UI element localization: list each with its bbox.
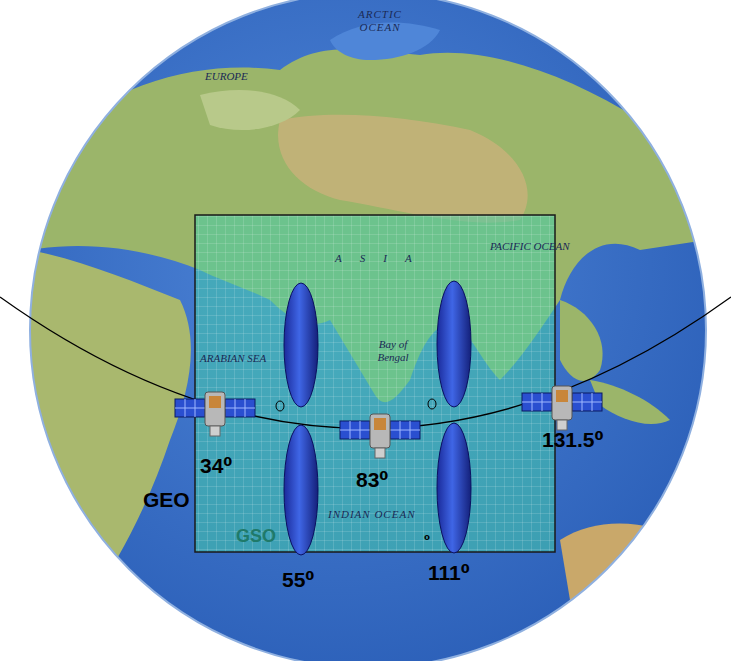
orbit-label: GSO <box>236 526 276 547</box>
satellite <box>340 414 420 458</box>
satellite <box>522 386 602 430</box>
longitude-label: 55⁰ <box>282 568 315 592</box>
coverage-beams <box>276 281 471 555</box>
ocean-name: PACIFIC OCEAN <box>490 240 570 252</box>
longitude-label: 34⁰ <box>200 454 233 478</box>
land-masses <box>30 23 706 646</box>
longitude-label: 131.5⁰ <box>542 428 604 452</box>
orbit-label: GEO <box>143 488 190 512</box>
longitude-label: 83⁰ <box>356 468 389 492</box>
region-name: ASIA <box>335 252 430 264</box>
ocean-name: INDIAN OCEAN <box>328 508 415 520</box>
coverage-box <box>195 215 555 552</box>
region-name: EUROPE <box>205 70 248 82</box>
sea-name: ARABIAN SEA <box>200 352 266 364</box>
orbit-arc <box>0 297 731 429</box>
degree-mark: ⁰ <box>424 532 430 548</box>
globe <box>30 0 706 661</box>
satellite <box>175 392 255 436</box>
longitude-label: 111⁰ <box>428 561 470 585</box>
sea-name: Bay of Bengal <box>368 338 418 364</box>
ocean-name: ARCTIC OCEAN <box>345 8 415 34</box>
